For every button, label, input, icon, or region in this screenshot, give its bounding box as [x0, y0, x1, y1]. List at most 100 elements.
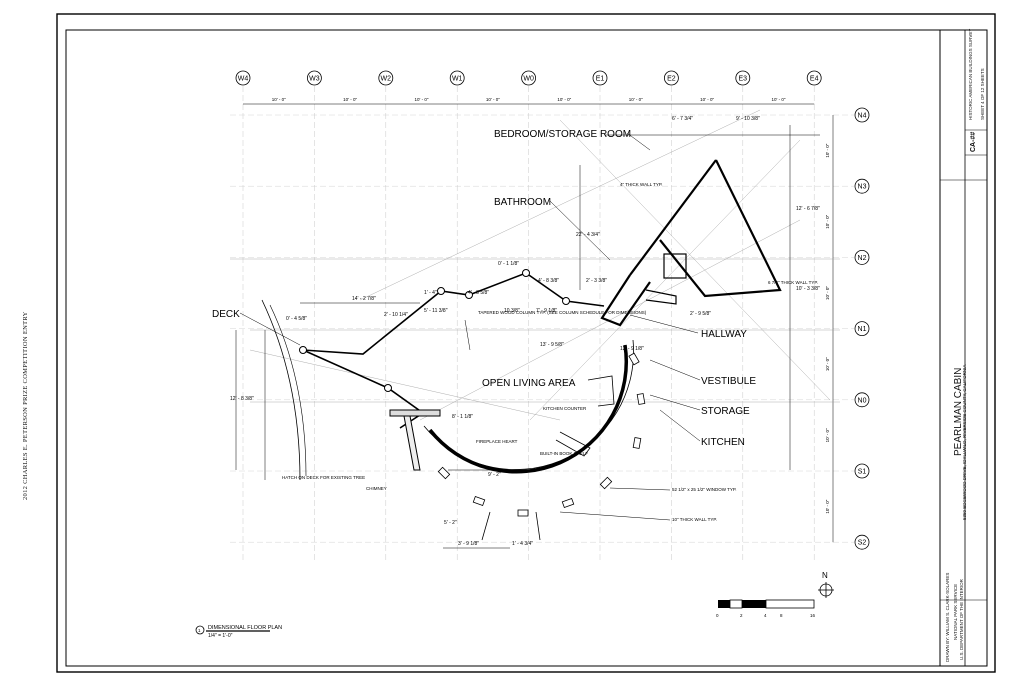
grid-bubble: [854, 534, 870, 550]
agency-nps: NATIONAL PARK SERVICE: [953, 583, 958, 640]
grid-label: W1: [452, 76, 463, 83]
dim-text: 5' - 11 3/8": [424, 308, 448, 314]
bedroom-walls: [600, 159, 782, 327]
notes: TAPERED WOOD COLUMN TYP. (SEE COLUMN SCH…: [282, 182, 818, 522]
competition-entry-text: 2012 CHARLES E. PETERSON PRIZE COMPETITI…: [22, 311, 29, 500]
dim-text: 9' - 10 3/8": [736, 116, 760, 122]
grid-bubble: [735, 70, 751, 86]
grid-label: W2: [381, 76, 392, 83]
grid-spacing: 10' - 0": [700, 97, 714, 102]
room-label-bathroom: BATHROOM: [494, 197, 551, 208]
dim-text: 2' - 9 5/8": [690, 311, 711, 317]
grid-label: E2: [667, 76, 676, 83]
grid-spacing: 10' - 0": [557, 97, 571, 102]
grid-spacing: 10' - 0": [486, 97, 500, 102]
dim-text: 6' - 7 3/4": [672, 116, 693, 122]
grid-label: E3: [739, 76, 748, 83]
column: [465, 291, 473, 299]
room-labels: BEDROOM/STORAGE ROOM BATHROOM DECK HALLW…: [212, 129, 756, 448]
grid-spacing: 10' - 0": [772, 97, 786, 102]
grid-label: W0: [523, 76, 534, 83]
grid-spacing: 10' - 0": [629, 97, 643, 102]
grid-bubble: [306, 70, 322, 86]
grid-spacing: 10' - 0": [272, 97, 286, 102]
dim-text: 1' - 4": [424, 290, 437, 296]
window-group: [437, 352, 646, 517]
column: [384, 384, 392, 392]
window: [628, 352, 640, 366]
room-label-deck: DECK: [212, 309, 240, 320]
note-chimney: CHIMNEY: [366, 486, 387, 491]
grid-spacing: 10' - 0": [343, 97, 357, 102]
note-hatch-deck: HATCH ON DECK FOR EXISTING TREE: [282, 475, 365, 480]
dim-text: 7' - 9 1/8": [536, 308, 557, 314]
dim-text: 8' - 1 1/8": [452, 414, 473, 420]
grid-bubble: [854, 392, 870, 408]
grid-label: W3: [309, 76, 320, 83]
note-thick-wall-6: 6 7/8" THICK WALL TYP.: [768, 280, 818, 285]
scale-label: 8: [780, 613, 783, 618]
dim-text: 0' - 4 5/8": [286, 316, 307, 322]
dim-text: 12' - 6 7/8": [796, 206, 820, 212]
room-label-hallway: HALLWAY: [701, 329, 747, 340]
drawn-by: DRAWN BY: WILLIAM S. CLARK-SOLARES: [945, 572, 950, 662]
leader-lines: [239, 132, 701, 521]
dim-text: 10 3/8": [504, 308, 520, 314]
grid-spacing: 10' - 0": [825, 428, 830, 442]
grid-bubble: [449, 70, 465, 86]
dim-text: 10' - 3 3/8": [796, 286, 820, 292]
dim-text: 12' - 9 1/8": [620, 346, 644, 352]
note-book-shelf: BUILT-IN BOOK SHELF: [540, 451, 588, 456]
scale-label: 2: [740, 613, 743, 618]
outer-border: [56, 13, 996, 673]
north-label: N: [822, 571, 828, 580]
dim-text: 4' - 8 3/8": [538, 278, 559, 284]
drawing-number-marker: [195, 625, 205, 635]
window: [599, 476, 613, 490]
grid-label: N3: [858, 184, 867, 191]
living-area-walls: [302, 272, 605, 429]
dim-text: 2' - 3 3/8": [586, 278, 607, 284]
dimension-lines: [235, 125, 820, 549]
column: [437, 287, 445, 295]
grid-spacing: 10' - 0": [825, 214, 830, 228]
grid-label: E1: [596, 76, 605, 83]
window: [561, 497, 575, 509]
dim-text: 14' - 2 7/8": [352, 296, 376, 302]
window: [632, 437, 642, 449]
window: [636, 393, 646, 405]
curved-wall: [428, 344, 629, 474]
room-label-storage: STORAGE: [701, 406, 750, 417]
grid-bubble: [592, 70, 608, 86]
dim-text: 5' - 2": [444, 520, 457, 526]
grid-label: E4: [810, 76, 819, 83]
deck-edge: [261, 299, 301, 481]
grid-spacing: 10' - 0": [825, 357, 830, 371]
window: [517, 509, 529, 517]
window: [472, 495, 486, 507]
inner-border: [65, 29, 988, 667]
grid-label: N2: [858, 255, 867, 262]
fireplace-hearth: [389, 409, 441, 417]
note-thick-wall-10: 10" THICK WALL TYP.: [672, 517, 717, 522]
grid-label: S2: [858, 540, 867, 547]
grid-spacing: 10' - 0": [825, 143, 830, 157]
grid-bubble: [664, 70, 679, 86]
grid-label: N1: [858, 326, 867, 333]
grid-bubble: [378, 70, 394, 86]
column: [299, 346, 307, 354]
grid-bubble: [854, 463, 870, 479]
scale-bar-labels: 0 2 4 8 16: [716, 613, 816, 618]
dim-text: 3' - 9 1/8": [458, 541, 479, 547]
fireplace: [389, 409, 441, 471]
dim-text: 1' - 4 3/4": [512, 541, 533, 547]
room-label-vestibule: VESTIBULE: [701, 376, 756, 387]
grid-bubble: [806, 70, 822, 86]
construction-lines: [230, 109, 840, 421]
project-address: 5350 EDGEWOOD DRIVE, IDYLLWILD, RIVERSID…: [962, 364, 967, 520]
drawing-title: DIMENSIONAL FLOOR PLAN: [208, 625, 282, 631]
agency-doi: U.S. DEPARTMENT OF THE INTERIOR: [959, 579, 964, 660]
note-kitchen-counter: KITCHEN COUNTER: [543, 406, 587, 411]
dim-text: 0' - 1 1/8": [498, 261, 519, 267]
